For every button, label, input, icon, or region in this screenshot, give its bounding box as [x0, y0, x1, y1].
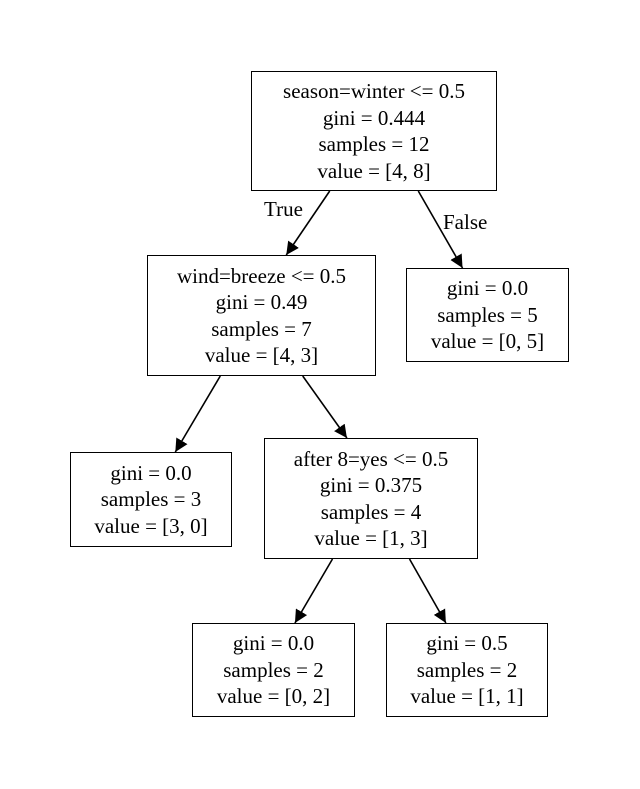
tree-edge-n1-n4	[302, 375, 348, 439]
node-text-line: season=winter <= 0.5	[283, 79, 465, 103]
tree-edge-root-n2	[417, 190, 464, 269]
node-text-line: gini = 0.5	[426, 631, 508, 656]
edge-label-false: False	[443, 210, 488, 234]
node-text-line: gini = 0.444	[322, 105, 426, 130]
tree-edge-root-n1	[285, 190, 331, 256]
tree-edge-n4-n6	[408, 558, 447, 624]
edge-label-true: True	[264, 197, 303, 221]
node-text-line: value = [3, 0]	[94, 513, 208, 538]
node-text-line: value = [1, 3]	[314, 526, 428, 550]
node-text-line: value = [0, 5]	[430, 329, 545, 354]
node-text-line: after 8=yes <= 0.5	[293, 446, 449, 471]
node-text-line: gini = 0.0	[110, 460, 192, 485]
node-text-line: gini = 0.49	[215, 290, 308, 314]
node-text-line: samples = 12	[318, 132, 430, 156]
node-text-line: samples = 2	[223, 657, 324, 682]
node-text-line: wind=breeze <= 0.5	[176, 263, 347, 288]
tree-edge-n1-n3	[174, 375, 221, 453]
node-text-line: value = [1, 1]	[410, 684, 524, 709]
node-text-line: samples = 4	[320, 499, 422, 524]
node-text-line: gini = 0.0	[446, 276, 529, 301]
node-text-line: value = [4, 3]	[204, 343, 319, 367]
tree-edge-n4-n5	[294, 558, 334, 624]
node-text-line: gini = 0.375	[319, 473, 423, 497]
node-text-line: gini = 0.0	[232, 631, 315, 656]
node-text-line: value = [0, 2]	[216, 684, 331, 709]
node-text-line: samples = 2	[416, 657, 518, 682]
node-text-line: samples = 3	[100, 487, 202, 512]
node-text-line: samples = 5	[437, 302, 538, 327]
node-text-line: samples = 7	[211, 316, 312, 341]
node-text-line: value = [4, 8]	[317, 158, 431, 183]
